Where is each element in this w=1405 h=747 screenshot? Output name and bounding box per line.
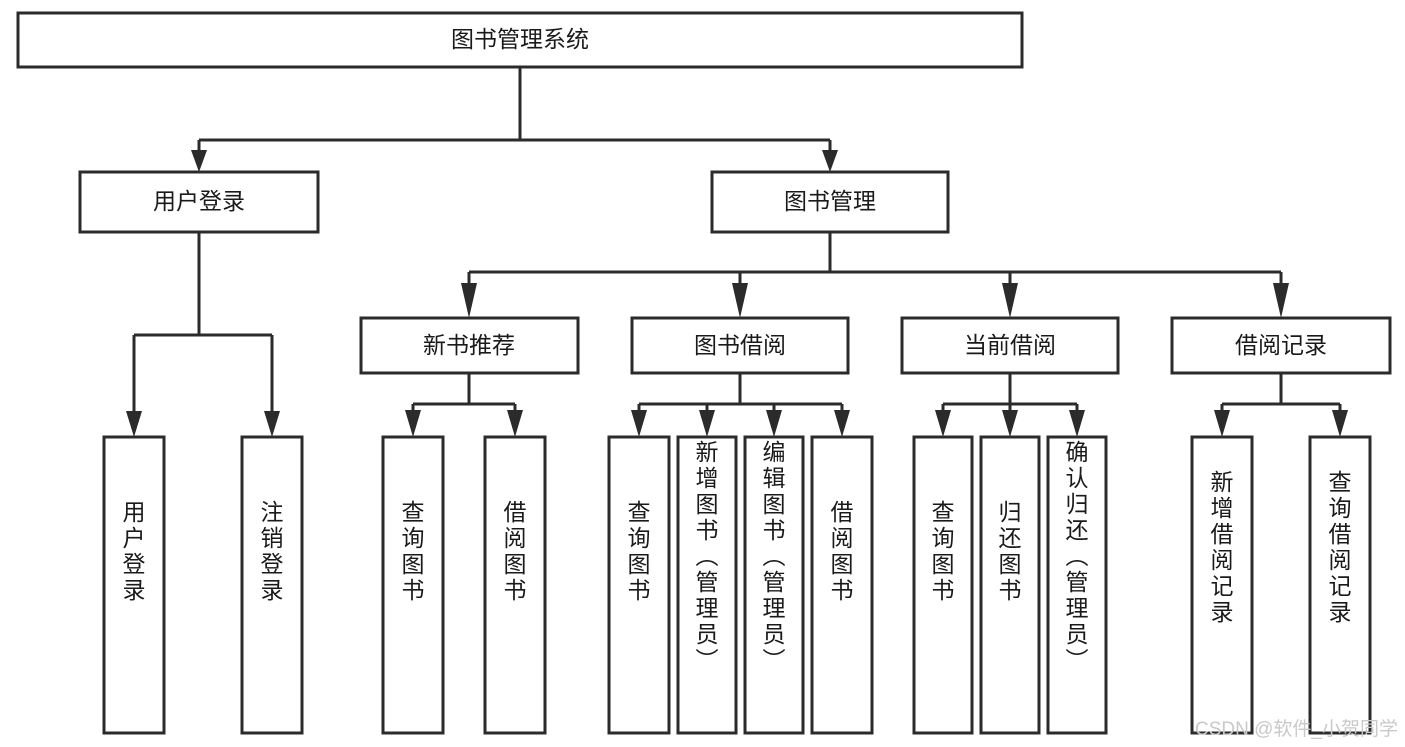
node-leaf-query-book-1-box[interactable] [381,435,445,735]
arrow-book-borrow-to-leaf2 [699,410,715,437]
arrow-book-manage-to-new-book-rec [461,283,477,318]
node-book-manage[interactable]: 图书管理 [710,170,950,234]
node-user-login[interactable]: 用户登录 [78,170,320,234]
node-leaf-borrow-book-2-box[interactable] [810,435,874,735]
node-book-manage-label: 图书管理 [784,188,876,214]
node-root-label: 图书管理系统 [451,26,589,52]
node-current-borrow-label: 当前借阅 [964,332,1056,358]
node-leaf-edit-book-label: 编辑图书︵管理员︶ [763,439,786,673]
node-leaf-query-book-3[interactable]: 查询图书 [912,435,974,735]
arrow-book-borrow-to-leaf4 [834,410,850,437]
node-leaf-logout[interactable]: 注销登录 [240,435,304,735]
node-leaf-add-book-label: 新增图书︵管理员︶ [696,439,719,673]
node-leaf-confirm-return-label: 确认归还︵管理员︶ [1066,439,1089,673]
arrow-current-borrow-to-leaf3 [1069,410,1085,437]
arrow-user-login-to-leaf2 [264,411,280,437]
watermark-label: CSDN @软件_小贺同学 [1195,718,1398,740]
node-user-login-label: 用户登录 [153,188,245,214]
node-leaf-add-record-label: 新增借阅记录 [1211,469,1234,625]
node-leaf-borrow-book-1[interactable]: 借阅图书 [483,435,547,735]
node-root[interactable]: 图书管理系统 [16,11,1024,69]
arrow-root-to-user-login [191,150,207,172]
node-borrow-record[interactable]: 借阅记录 [1170,316,1392,375]
node-leaf-confirm-return-box[interactable] [1046,435,1108,735]
node-leaf-add-record-box[interactable] [1190,435,1254,735]
node-current-borrow[interactable]: 当前借阅 [900,316,1120,375]
node-leaf-return-book[interactable]: 归还图书 [979,435,1041,735]
arrow-new-book-rec-to-leaf2 [507,410,523,437]
node-leaf-query-book-2-box[interactable] [607,435,671,735]
node-borrow-record-label: 借阅记录 [1235,332,1327,358]
node-leaf-add-record[interactable]: 新增借阅记录 [1190,435,1254,735]
node-user-login-box[interactable] [78,170,320,234]
arrow-current-borrow-to-leaf2 [1002,410,1018,437]
node-borrow-record-box[interactable] [1170,316,1392,375]
node-leaf-return-book-box[interactable] [979,435,1041,735]
node-leaf-user-login-box[interactable] [102,435,166,735]
arrow-book-manage-to-borrow-record [1273,283,1289,318]
node-leaf-borrow-book-2[interactable]: 借阅图书 [810,435,874,735]
node-leaf-add-book-box[interactable] [676,435,738,735]
node-leaf-query-record-label: 查询借阅记录 [1329,469,1352,625]
arrow-book-manage-to-book-borrow [732,283,748,318]
arrow-borrow-record-to-leaf1 [1214,410,1230,437]
node-leaf-logout-box[interactable] [240,435,304,735]
node-leaf-query-book-1[interactable]: 查询图书 [381,435,445,735]
arrow-book-borrow-to-leaf3 [766,410,782,437]
connector-layer [126,67,1348,437]
node-leaf-confirm-return[interactable]: 确认归还︵管理员︶ [1046,435,1108,735]
node-book-borrow[interactable]: 图书借阅 [630,316,850,375]
node-current-borrow-box[interactable] [900,316,1120,375]
node-leaf-query-book-3-box[interactable] [912,435,974,735]
node-book-borrow-box[interactable] [630,316,850,375]
arrow-new-book-rec-to-leaf1 [405,410,421,437]
node-leaf-query-book-2[interactable]: 查询图书 [607,435,671,735]
node-leaf-add-book[interactable]: 新增图书︵管理员︶ [676,435,738,735]
node-leaf-borrow-book-1-label: 借阅图书 [504,499,527,603]
node-leaf-query-record[interactable]: 查询借阅记录 [1308,435,1372,735]
node-book-manage-box[interactable] [710,170,950,234]
node-leaf-borrow-book-1-box[interactable] [483,435,547,735]
arrow-user-login-to-leaf1 [126,411,142,437]
node-leaf-user-login-label: 用户登录 [123,499,146,603]
arrow-book-manage-to-current-borrow [1002,283,1018,318]
node-new-book-rec[interactable]: 新书推荐 [359,316,580,375]
arrow-root-to-book-manage [822,150,838,172]
node-new-book-rec-label: 新书推荐 [423,332,515,358]
arrow-current-borrow-to-leaf1 [935,410,951,437]
node-leaf-edit-book[interactable]: 编辑图书︵管理员︶ [743,435,805,735]
node-leaf-logout-label: 注销登录 [261,499,284,603]
node-root-box[interactable] [16,11,1024,69]
arrow-borrow-record-to-leaf2 [1332,410,1348,437]
node-leaf-query-record-box[interactable] [1308,435,1372,735]
node-leaf-user-login[interactable]: 用户登录 [102,435,166,735]
node-new-book-rec-box[interactable] [359,316,580,375]
node-leaf-return-book-label: 归还图书 [999,499,1022,603]
arrow-book-borrow-to-leaf1 [631,410,647,437]
node-leaf-edit-book-box[interactable] [743,435,805,735]
node-leaf-query-book-2-label: 查询图书 [628,499,651,603]
node-leaf-borrow-book-2-label: 借阅图书 [831,499,854,603]
node-leaf-query-book-1-label: 查询图书 [402,499,425,603]
node-book-borrow-label: 图书借阅 [694,332,786,358]
node-leaf-query-book-3-label: 查询图书 [932,499,955,603]
